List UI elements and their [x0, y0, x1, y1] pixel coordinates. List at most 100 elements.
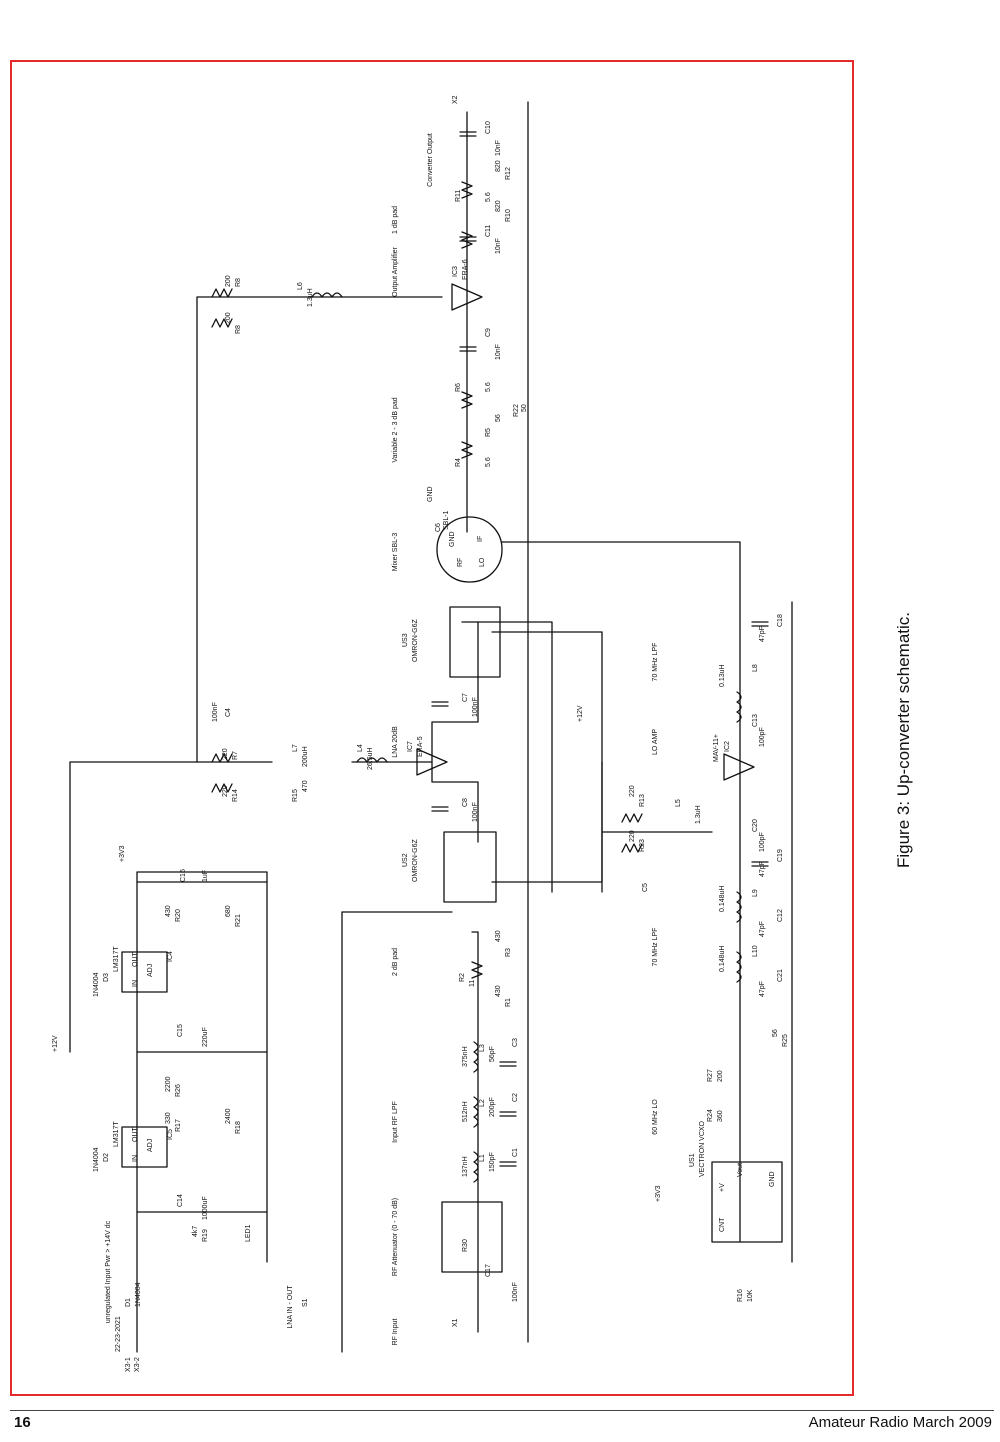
part-r10: R10: [505, 209, 512, 222]
part-c18: C18: [777, 614, 784, 627]
part-r17-val: 330: [165, 1112, 172, 1124]
part-r22: R22: [513, 404, 520, 417]
part-l4-val: 26.5uH: [367, 747, 374, 770]
part-r3-val: 430: [495, 930, 502, 942]
part-r4-val: 5.6: [485, 457, 492, 467]
part-l2-val: 512nH: [462, 1101, 469, 1122]
part-l9: L9: [752, 889, 759, 897]
part-c9: C9: [485, 328, 492, 337]
part-r15: R15: [292, 789, 299, 802]
part-c8: C8: [462, 798, 469, 807]
part-r12: R12: [505, 167, 512, 180]
part-r5-val: 56: [495, 414, 502, 422]
part-c12: C12: [777, 909, 784, 922]
part-r26: R26: [175, 1084, 182, 1097]
up-converter-schematic: Converter Output 1 dB pad Output Amplifi…: [52, 95, 793, 1372]
part-r16: R16: [737, 1289, 744, 1302]
part-r11: R11: [455, 190, 462, 202]
lo-signal-path: [501, 541, 741, 1243]
part-d2: D2: [103, 1153, 110, 1162]
ic2-triangle: [723, 753, 755, 781]
osc-pin-vout: Vout: [737, 1163, 744, 1177]
part-d2-type: 1N4004: [93, 1147, 100, 1172]
osc-pin-vcc: +V: [719, 1183, 726, 1192]
pin-ic4-adj: ADJ: [147, 964, 154, 977]
part-l10: L10: [752, 945, 759, 957]
part-r8a: R8: [235, 278, 242, 287]
label-lo-lpf: 70 MHz LPF: [652, 643, 659, 682]
part-c17-val: 100nF: [512, 1282, 519, 1302]
part-us2: US2: [402, 853, 409, 867]
part-us3: US3: [402, 633, 409, 647]
part-c2-val: 200pF: [489, 1097, 496, 1117]
part-l2: L2: [479, 1099, 486, 1107]
part-c21: C21: [777, 969, 784, 982]
part-c7: C7: [462, 693, 469, 702]
part-r4: R4: [455, 458, 462, 467]
capacitor-symbols: [431, 131, 769, 1167]
label-power-input: unregulated Input Pwr > +14V dc: [105, 1220, 112, 1323]
part-c2: C2: [512, 1093, 519, 1102]
part-r16-val: 10K: [747, 1289, 754, 1302]
label-output-pad: 1 dB pad: [392, 206, 399, 234]
part-r19-val: 4k7: [192, 1226, 199, 1237]
ic4-regulator: [121, 951, 168, 993]
part-r18: R18: [235, 1121, 242, 1134]
part-r6-val: 5.6: [485, 382, 492, 392]
mixer-port-lo: LO: [479, 557, 486, 567]
part-c1-val: 150pF: [489, 1152, 496, 1172]
part-l3-val: 375nH: [462, 1046, 469, 1067]
part-ic2-type: MAV-11+: [713, 734, 720, 762]
part-ic4-type: LM317T: [113, 946, 120, 972]
part-r17: R17: [175, 1119, 182, 1132]
part-c1: C1: [512, 1148, 519, 1157]
resistor-symbols: [211, 181, 643, 979]
part-c20: C20: [752, 819, 759, 832]
part-r1: R1: [505, 998, 512, 1007]
label-rf-attenuator: RF Attenuator (0 - 70 dB): [392, 1198, 399, 1276]
part-c14-val: 1000uF: [202, 1196, 209, 1220]
figure-frame: [10, 60, 854, 1396]
part-c6: C6: [435, 523, 442, 532]
part-c15: C15: [177, 1024, 184, 1037]
part-l8-val: 0.13uH: [719, 664, 726, 687]
part-c11: C11: [485, 225, 492, 237]
label-lo-amp: LO AMP: [652, 729, 659, 755]
label-rf-input: RF Input: [392, 1319, 399, 1346]
part-l7-val: 200uH: [302, 746, 309, 767]
part-c12-val: 47pF: [759, 921, 766, 937]
part-r8a-val: 200: [225, 275, 232, 287]
part-l4: L4: [357, 744, 364, 752]
part-us1-type: VECTRON VCXO: [699, 1120, 706, 1177]
part-l6-val: 1.3uH: [307, 288, 314, 307]
part-c3: C3: [512, 1038, 519, 1047]
net-plus12v-b: +12V: [577, 705, 584, 722]
part-r23: R23: [639, 839, 646, 852]
part-r2-val: 11: [469, 980, 476, 987]
part-r23-val: 220: [629, 830, 636, 842]
part-r6: R6: [455, 383, 462, 392]
label-mixer: Mixer SBL-3: [392, 533, 399, 572]
part-r14-val: 220: [222, 785, 229, 797]
part-ic3: IC3: [452, 266, 459, 277]
net-plus3v3-b: +3V3: [655, 1185, 662, 1202]
part-r22-val: 50: [521, 404, 528, 412]
part-r21: R21: [235, 914, 242, 927]
part-c19-val: 47pF: [759, 861, 766, 877]
part-c10-val: 10nF: [495, 140, 502, 156]
part-r18-val: 2400: [225, 1108, 232, 1124]
part-r20: R20: [175, 909, 182, 922]
label-lo-lpf-2: 70 MHz LPF: [652, 928, 659, 967]
part-ic5: IC5: [167, 1129, 174, 1140]
figure-caption: Figure 3: Up-converter schematic.: [894, 611, 913, 869]
label-lo-osc: 60 MHz LO: [652, 1099, 659, 1135]
part-r25: R25: [782, 1034, 789, 1047]
part-c13-val: 100pF: [759, 727, 766, 747]
part-c4-val: 100nF: [212, 702, 219, 722]
part-d3-type: 1N4004: [93, 972, 100, 997]
part-r21-val: 680: [225, 905, 232, 917]
part-ic4: IC4: [167, 951, 174, 962]
part-c6-type: SBL-1: [443, 510, 450, 530]
part-r14: R14: [232, 789, 239, 802]
part-r11-val: 5.6: [485, 192, 492, 202]
